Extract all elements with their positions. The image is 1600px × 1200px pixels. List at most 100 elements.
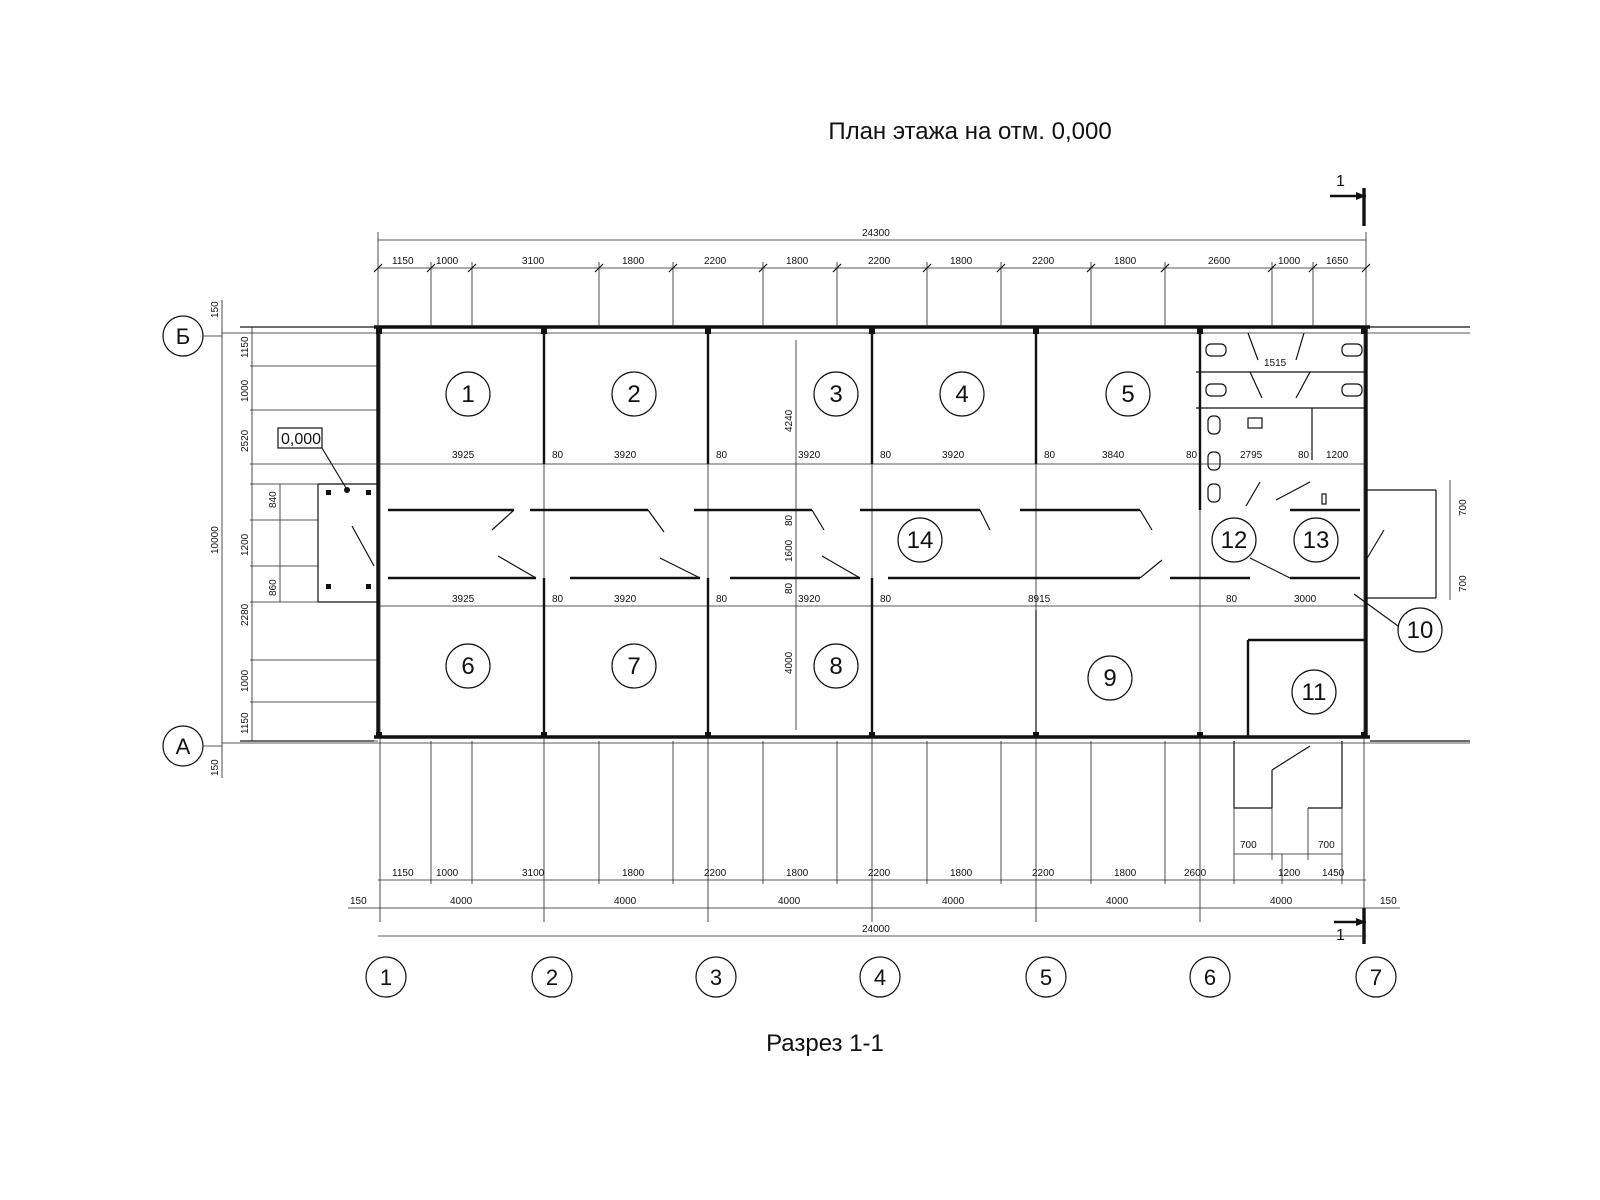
dim-bottom: 1450 — [1322, 868, 1345, 879]
dim-room: 80 — [1044, 450, 1056, 461]
room-number: 2 — [627, 381, 640, 408]
section-mark-bottom-label: 1 — [1336, 927, 1345, 944]
dim-bottom: 1800 — [786, 868, 809, 879]
dim-top: 1000 — [436, 256, 459, 267]
wc-fixtures — [1205, 343, 1363, 505]
dim-left: 2280 — [240, 603, 251, 626]
dim-top: 1150 — [392, 256, 414, 267]
dim-room: 3920 — [614, 594, 637, 605]
room-number: 6 — [461, 653, 474, 680]
dim-left: 1150 — [240, 336, 251, 358]
dim-corridor: 1600 — [784, 539, 795, 562]
columns — [326, 328, 1367, 738]
dim-bottom: 1150 — [392, 868, 414, 879]
dim-left: 150 — [210, 759, 221, 776]
dim-room: 80 — [880, 594, 892, 605]
axis-marker: 1 — [380, 965, 392, 990]
room-number: 12 — [1221, 527, 1248, 554]
dim-top: 1800 — [1114, 256, 1137, 267]
room-number: 8 — [829, 653, 842, 680]
dim-bottom: 1200 — [1278, 868, 1301, 879]
dim-bottom: 3100 — [522, 868, 545, 879]
section-mark-bottom: 1 — [1334, 908, 1366, 944]
dim-room: 3840 — [1102, 450, 1125, 461]
dim-room: 80 — [880, 450, 892, 461]
partitions — [317, 332, 1437, 809]
outer-walls — [240, 325, 1470, 742]
axis-marker: 3 — [710, 965, 722, 990]
dim-room: 80 — [716, 594, 728, 605]
dim-bottom: 1800 — [622, 868, 645, 879]
dim-top: 1650 — [1326, 256, 1349, 267]
dim-axis: 4000 — [450, 896, 473, 907]
axis-marker: 4 — [874, 965, 886, 990]
dim-room: 80 — [552, 450, 564, 461]
dim-axis: 4000 — [778, 896, 801, 907]
dim-bottom: 1800 — [1114, 868, 1137, 879]
dim-top: 2200 — [1032, 256, 1055, 267]
dim-room: 3920 — [614, 450, 637, 461]
dim-overall-bottom: 24000 — [862, 924, 890, 935]
dim-door: 700 — [1318, 840, 1335, 851]
dim-overall-top: 24300 — [862, 228, 890, 239]
dim-top: 1000 — [1278, 256, 1301, 267]
level-mark-text: 0,000 — [281, 431, 321, 448]
dim-porch: 700 — [1458, 575, 1469, 592]
axis-marker: 5 — [1040, 965, 1052, 990]
dim-offset-left: 150 — [350, 896, 367, 907]
dim-top: 2200 — [868, 256, 891, 267]
dim-overall-left: 10000 — [210, 526, 221, 554]
dimension-labels: 24300 1150 1000 3100 1800 2200 1800 2200… — [210, 228, 1469, 935]
dim-room: 3925 — [452, 594, 475, 605]
dim-wc: 1515 — [1264, 358, 1287, 369]
dim-left: 1000 — [240, 379, 251, 402]
dim-axis: 4000 — [942, 896, 965, 907]
dim-room: 80 — [1298, 450, 1310, 461]
dim-room: 3920 — [798, 450, 821, 461]
dim-top: 1800 — [622, 256, 645, 267]
dim-top: 1800 — [950, 256, 973, 267]
dim-room: 3920 — [798, 594, 821, 605]
dim-room-height: 4000 — [784, 651, 795, 674]
dim-room: 80 — [716, 450, 728, 461]
dim-room: 80 — [552, 594, 564, 605]
room-number: 4 — [955, 381, 968, 408]
axis-marker: 2 — [546, 965, 558, 990]
room-number: 9 — [1103, 665, 1116, 692]
dim-left: 1150 — [240, 712, 251, 734]
dim-room: 1200 — [1326, 450, 1349, 461]
dim-room: 3000 — [1294, 594, 1317, 605]
room-number: 7 — [627, 653, 640, 680]
dim-corridor: 80 — [784, 514, 795, 526]
axis-grid — [222, 326, 1470, 922]
dim-room: 3925 — [452, 450, 475, 461]
section-mark-top-label: 1 — [1336, 173, 1345, 190]
dim-offset-right: 150 — [1380, 896, 1397, 907]
axis-marker: 7 — [1370, 965, 1382, 990]
dim-left: 1000 — [240, 669, 251, 692]
axis-marker: А — [176, 734, 191, 759]
dim-corridor: 80 — [784, 582, 795, 594]
room-numbers: 1 2 3 4 5 6 7 8 9 10 11 12 13 14 — [445, 371, 1443, 715]
dim-room-height: 4240 — [784, 409, 795, 432]
dim-left: 1200 — [240, 533, 251, 556]
axis-marker: 6 — [1204, 965, 1216, 990]
dim-room: 80 — [1226, 594, 1238, 605]
dim-top: 3100 — [522, 256, 545, 267]
dim-room: 2795 — [1240, 450, 1263, 461]
dim-bottom: 1800 — [950, 868, 973, 879]
dimension-lines — [221, 232, 1451, 937]
room-number: 5 — [1121, 381, 1134, 408]
dim-room: 8915 — [1028, 594, 1051, 605]
dim-bottom: 2200 — [868, 868, 891, 879]
room-number: 3 — [829, 381, 842, 408]
dim-axis: 4000 — [1106, 896, 1129, 907]
dim-axis: 4000 — [614, 896, 637, 907]
dim-left: 840 — [268, 491, 279, 508]
dim-left: 150 — [210, 301, 221, 318]
dim-bottom: 2600 — [1184, 868, 1207, 879]
dim-porch: 700 — [1458, 499, 1469, 516]
dim-top: 1800 — [786, 256, 809, 267]
room-number: 1 — [461, 381, 474, 408]
